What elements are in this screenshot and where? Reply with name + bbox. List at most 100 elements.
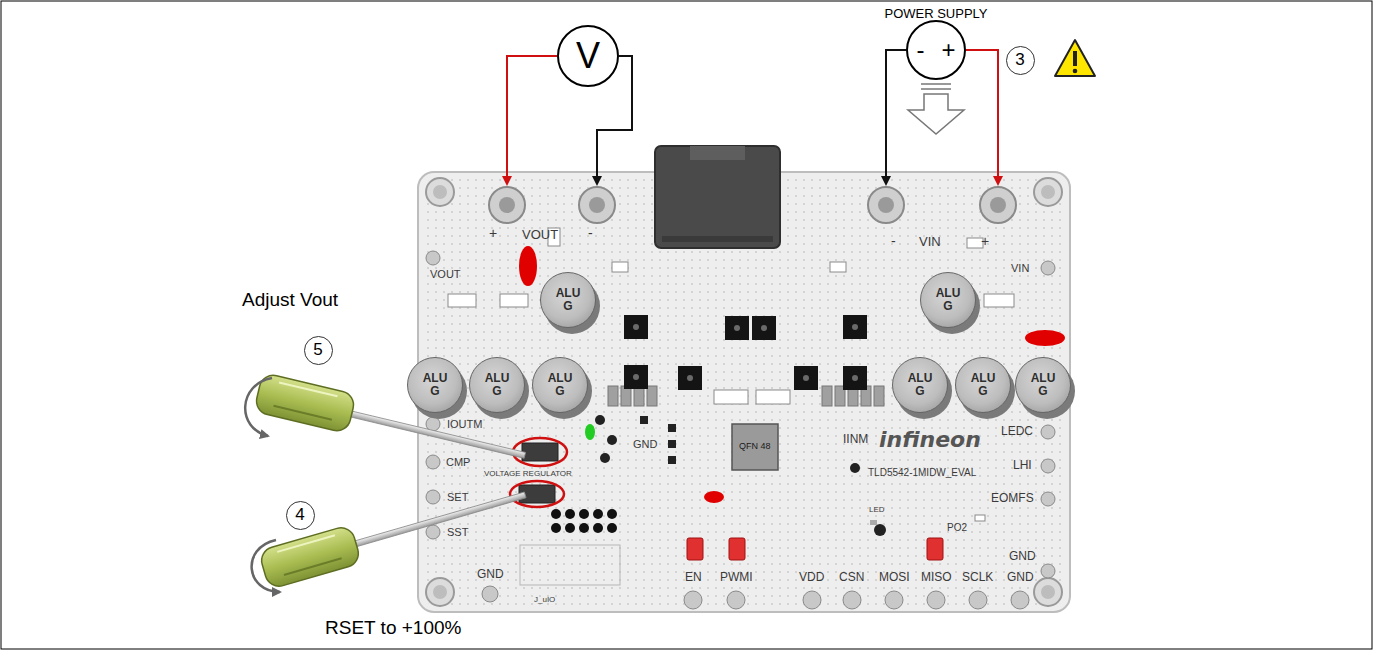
pad-label: GND bbox=[477, 568, 504, 581]
pad-label: VOUT bbox=[430, 268, 461, 280]
mosfet-chip bbox=[678, 366, 702, 390]
capacitor-marking: ALU G bbox=[545, 372, 575, 397]
resistor bbox=[612, 262, 628, 272]
green-led bbox=[585, 424, 595, 440]
small-smd-parts bbox=[870, 520, 877, 525]
mosfet-chip bbox=[633, 374, 639, 380]
screwdriver bbox=[254, 372, 357, 433]
capacitor-marking: ALU G bbox=[933, 287, 963, 312]
pin-header bbox=[607, 523, 617, 533]
mosfet-chip bbox=[843, 366, 867, 390]
small-smd-parts bbox=[640, 416, 648, 424]
pin-header bbox=[520, 509, 620, 585]
pin-header bbox=[551, 509, 561, 519]
warning-sign bbox=[1055, 40, 1095, 76]
mounting-hole bbox=[1041, 585, 1055, 599]
mounting-hole bbox=[426, 178, 454, 206]
mosfet-chip bbox=[843, 315, 867, 339]
jumper bbox=[729, 538, 745, 560]
capacitor-marking: ALU G bbox=[905, 372, 935, 397]
test-pad bbox=[843, 591, 861, 609]
terminal-post bbox=[990, 197, 1006, 213]
ceramic-capacitor-row bbox=[608, 386, 884, 406]
callout-text: 3 bbox=[1015, 51, 1024, 69]
warning-sign bbox=[1055, 40, 1095, 76]
mosfet-chip bbox=[633, 324, 639, 330]
screwdriver bbox=[258, 524, 361, 589]
mosfet-chip bbox=[725, 316, 749, 340]
terminal-post bbox=[489, 187, 525, 223]
controller-ic bbox=[732, 424, 778, 470]
pad-label: GND bbox=[1009, 550, 1036, 563]
mosfet-chip bbox=[734, 325, 740, 331]
test-pad bbox=[426, 455, 440, 469]
test-pad bbox=[426, 490, 440, 504]
test-pad bbox=[803, 591, 821, 609]
red-jumper-marker bbox=[1025, 330, 1065, 346]
mosfet-chip bbox=[624, 315, 648, 339]
capacitor-marking: ALU G bbox=[420, 372, 450, 397]
warning-sign bbox=[1073, 69, 1078, 74]
mounting-hole bbox=[1034, 578, 1062, 606]
green-led bbox=[585, 424, 595, 440]
test-pad bbox=[927, 591, 945, 609]
pad-label: EOMFS bbox=[991, 492, 1034, 505]
pin-header bbox=[565, 509, 575, 519]
pin-label: PWMI bbox=[720, 571, 753, 584]
mosfet-chip bbox=[852, 375, 858, 381]
screwdriver bbox=[258, 476, 530, 590]
terminal-label: VIN bbox=[919, 235, 941, 249]
small-smd-parts bbox=[600, 453, 610, 463]
mosfet-chip bbox=[803, 375, 809, 381]
pin-header bbox=[593, 523, 603, 533]
power-supply-symbol: POWER SUPPLY-+ bbox=[906, 20, 966, 80]
warning-sign bbox=[1073, 51, 1077, 66]
test-pad bbox=[426, 525, 440, 539]
resistor bbox=[830, 262, 846, 272]
electrolytic-capacitor: ALU G bbox=[532, 357, 588, 413]
mosfet-chip bbox=[624, 365, 648, 389]
supply-direction-arrow bbox=[908, 84, 964, 134]
mosfet-chip bbox=[752, 316, 776, 340]
jumper bbox=[687, 538, 703, 560]
power-inductor bbox=[655, 146, 780, 248]
terminal-post bbox=[589, 197, 605, 213]
screwdriver bbox=[284, 558, 342, 575]
test-pad bbox=[1011, 591, 1029, 609]
red-jumper-marker bbox=[519, 246, 1065, 503]
ic-marking: QFN 48 bbox=[739, 442, 771, 452]
silkscreen-label: VOLTAGE REGULATOR bbox=[484, 470, 572, 479]
mounting-hole bbox=[426, 578, 454, 606]
pin-label: GND bbox=[1007, 571, 1034, 584]
pin-header bbox=[551, 523, 561, 533]
pad-label: IINM bbox=[843, 433, 868, 446]
test-pad bbox=[684, 591, 702, 609]
ceramic-capacitor-row bbox=[608, 386, 618, 406]
rotation-arrow bbox=[245, 378, 272, 436]
pad-label: SET bbox=[447, 491, 468, 503]
polarity-mark: + bbox=[489, 226, 497, 241]
power-inductor bbox=[662, 236, 773, 242]
silkscreen-label: PO2 bbox=[947, 522, 967, 533]
electrolytic-capacitor: ALU G bbox=[955, 357, 1011, 413]
ceramic-capacitor-row bbox=[874, 386, 884, 406]
pin-header bbox=[579, 509, 589, 519]
pad-label: LHI bbox=[1013, 459, 1032, 472]
pad-label: CMP bbox=[446, 456, 470, 468]
test-pad bbox=[1041, 425, 1055, 439]
pin-label: MISO bbox=[921, 571, 952, 584]
capacitor-marking: ALU G bbox=[553, 287, 583, 312]
resistor bbox=[984, 294, 1014, 307]
pad-label: SST bbox=[447, 526, 468, 538]
mosfet-chip bbox=[761, 325, 767, 331]
measurement-wire bbox=[507, 56, 557, 184]
rotation-arrow bbox=[252, 540, 280, 592]
test-pad bbox=[1041, 261, 1055, 275]
symbol-text: V bbox=[576, 37, 600, 75]
electrolytic-capacitor: ALU G bbox=[920, 272, 976, 328]
callout-number: 4 bbox=[286, 501, 315, 530]
callout-number: 5 bbox=[304, 336, 333, 365]
red-jumper-marker bbox=[704, 491, 724, 503]
